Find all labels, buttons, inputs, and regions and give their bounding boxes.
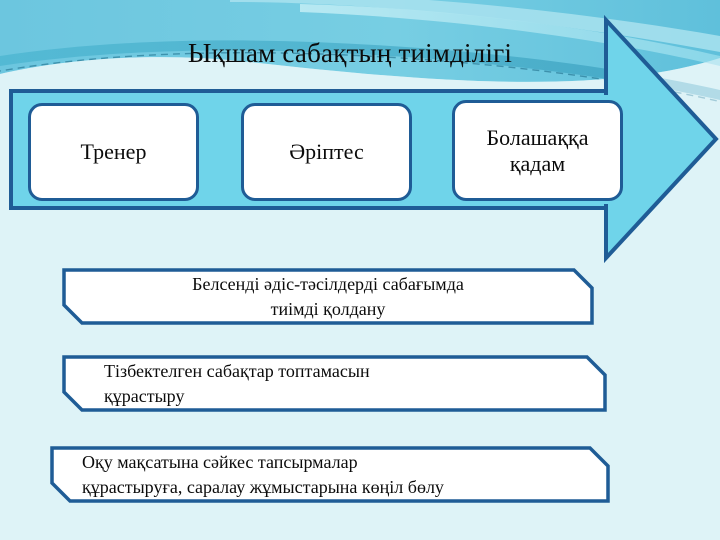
arrow-box-label: Тренер bbox=[80, 139, 147, 164]
banner-line-1: Белсенді әдіс-тәсілдерді сабағымда bbox=[192, 273, 464, 294]
dashed-curve bbox=[0, 52, 720, 103]
banner-shape bbox=[62, 268, 594, 325]
arrow-box-trainer[interactable]: Тренер bbox=[28, 103, 199, 201]
banner-outline bbox=[50, 446, 610, 503]
banner-shape bbox=[50, 446, 610, 503]
statement-banner-3[interactable]: Оқу мақсатына сәйкес тапсырмалар құрасты… bbox=[50, 446, 610, 503]
arrow-box-label: Болашаққа қадам bbox=[486, 124, 589, 176]
wave-ribbon-dark bbox=[0, 40, 720, 100]
banner-outline bbox=[62, 355, 607, 412]
arrow-box-colleague[interactable]: Әріптес bbox=[241, 103, 412, 201]
banner-line-2: құрастыру bbox=[104, 385, 185, 406]
arrow-box-label: Әріптес bbox=[289, 139, 364, 164]
banner-line-2: тиімді қолдану bbox=[270, 298, 386, 319]
banner-shape bbox=[62, 355, 607, 412]
banner-text: Тізбектелген сабақтар топтамасын құрасты… bbox=[62, 355, 607, 412]
banner-text: Белсенді әдіс-тәсілдерді сабағымда тиімд… bbox=[62, 268, 594, 325]
banner-line-2: құрастыруға, саралау жұмыстарына көңіл б… bbox=[82, 476, 444, 497]
banner-line-1: Оқу мақсатына сәйкес тапсырмалар bbox=[82, 451, 358, 472]
statement-banner-2[interactable]: Тізбектелген сабақтар топтамасын құрасты… bbox=[62, 355, 607, 412]
process-arrow: Тренер Әріптес Болашаққа қадам bbox=[9, 14, 719, 264]
banner-line-1: Тізбектелген сабақтар топтамасын bbox=[104, 360, 370, 381]
arrow-box-future[interactable]: Болашаққа қадам bbox=[452, 100, 623, 201]
banner-outline bbox=[62, 268, 594, 325]
banner-text: Оқу мақсатына сәйкес тапсырмалар құрасты… bbox=[50, 446, 610, 503]
statement-banner-1[interactable]: Белсенді әдіс-тәсілдерді сабағымда тиімд… bbox=[62, 268, 594, 325]
wave-ribbon-mid bbox=[300, 4, 720, 66]
page-title: Ықшам сабақтың тиімділігі bbox=[187, 38, 513, 68]
wave-ribbon-light bbox=[230, 0, 720, 52]
